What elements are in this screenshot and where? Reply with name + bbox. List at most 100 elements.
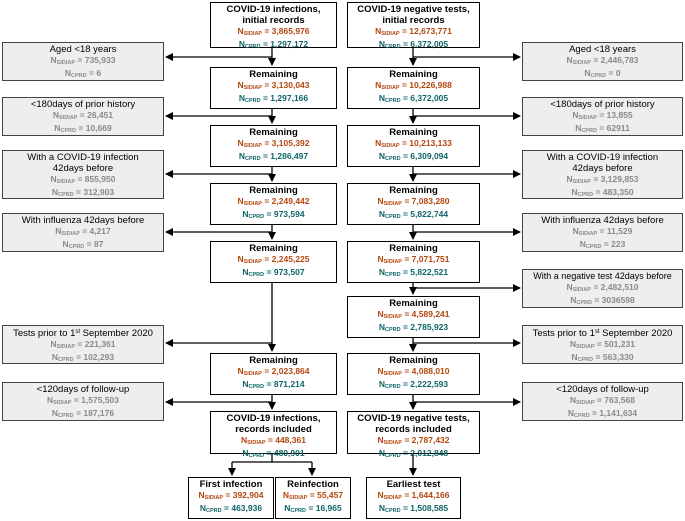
negative-remaining-1: Remaining NSIDIAP = 10,226,988 NCPRD = 6… [347,67,480,109]
negative-tests-initial-box: COVID-19 negative tests,initial records … [347,2,480,50]
sidiap-count: NSIDIAP = 855,950 [50,174,116,185]
cprd-count: NCPRD = 6,309,094 [378,151,449,162]
left-exclusion-influenza: With influenza 42days before NSIDIAP = 4… [2,213,164,252]
box-title-line1: COVID-19 infections, [226,4,321,15]
exclusion-title: <180days of prior history [550,99,655,110]
sidiap-count: NSIDIAP = 7,071,751 [377,254,450,265]
box-title-line2: records included [375,424,452,435]
negative-remaining-2: Remaining NSIDIAP = 10,213,133 NCPRD = 6… [347,125,480,167]
cprd-count: NCPRD = 312,903 [51,187,115,198]
cprd-count: NCPRD = 1,508,585 [378,503,449,514]
box-title: Remaining [389,243,438,254]
sidiap-count: NSIDIAP = 392,904 [198,490,264,501]
exclusion-title: Tests prior to 1st September 2020 [13,328,153,339]
left-exclusion-prior-history: <180days of prior history NSIDIAP = 26,4… [2,97,164,136]
box-title-line2: records included [235,424,312,435]
negative-remaining-6: Remaining NSIDIAP = 4,088,010 NCPRD = 2,… [347,353,480,395]
reinfection-box: Reinfection NSIDIAP = 55,457 NCPRD = 16,… [275,477,351,519]
cprd-count: NCPRD = 2,785,923 [378,322,449,333]
sidiap-count: NSIDIAP = 3,130,043 [237,80,310,91]
exclusion-title: With a negative test 42days before [533,271,672,281]
cprd-count: NCPRD = 2,012,848 [378,448,449,459]
cprd-count: NCPRD = 62911 [575,123,630,134]
box-title: Remaining [389,185,438,196]
negative-remaining-4: Remaining NSIDIAP = 7,071,751 NCPRD = 5,… [347,241,480,283]
sidiap-count: NSIDIAP = 448,361 [241,435,306,446]
box-title-line1: COVID-19 negative tests, [357,4,470,15]
sidiap-count: NSIDIAP = 763,568 [570,395,635,406]
exclusion-title-line1: With a COVID-19 infection [27,152,139,163]
exclusion-title-line2: 42days before [572,163,633,174]
sidiap-count: NSIDIAP = 2,245,225 [237,254,310,265]
cprd-count: NCPRD = 5,822,744 [378,209,449,220]
cprd-count: NCPRD = 483,350 [571,187,634,198]
cprd-count: NCPRD = 1,286,497 [238,151,309,162]
cprd-count: NCPRD = 102,293 [51,352,115,363]
right-exclusion-follow-up: <120days of follow-up NSIDIAP = 763,568 … [522,382,683,421]
sidiap-count: NSIDIAP = 735,933 [50,55,116,66]
sidiap-count: NSIDIAP = 10,213,133 [375,138,452,149]
infections-remaining-5: Remaining NSIDIAP = 2,023,864 NCPRD = 87… [210,353,337,395]
cprd-count: NCPRD = 6 [64,68,102,79]
infections-remaining-3: Remaining NSIDIAP = 2,249,442 NCPRD = 97… [210,183,337,225]
infections-included-box: COVID-19 infections,records included NSI… [210,411,337,459]
box-title: Remaining [249,127,298,138]
sidiap-count: NSIDIAP = 7,083,280 [377,196,450,207]
right-exclusion-negative-test: With a negative test 42days before NSIDI… [522,269,683,308]
exclusion-title: Aged <18 years [49,44,117,55]
cprd-count: NCPRD = 87 [62,239,104,250]
box-title-line1: COVID-19 negative tests, [357,413,470,424]
negative-remaining-5: Remaining NSIDIAP = 4,589,241 NCPRD = 2,… [347,296,480,338]
sidiap-count: NSIDIAP = 10,226,988 [375,80,452,91]
sidiap-count: NSIDIAP = 2,249,442 [237,196,310,207]
exclusion-title: Aged <18 years [569,44,636,55]
earliest-test-box: Earliest test NSIDIAP = 1,644,166 NCPRD … [366,477,461,519]
cprd-count: NCPRD = 563,330 [571,352,634,363]
left-exclusion-tests-prior: Tests prior to 1st September 2020 NSIDIA… [2,325,164,364]
sidiap-count: NSIDIAP = 2,446,783 [566,55,639,66]
sidiap-count: NSIDIAP = 4,217 [55,226,111,237]
cprd-count: NCPRD = 2,222,593 [378,379,449,390]
cprd-count: NCPRD = 871,214 [242,379,305,390]
infections-remaining-2: Remaining NSIDIAP = 3,105,392 NCPRD = 1,… [210,125,337,167]
cprd-count: NCPRD = 463,936 [199,503,263,514]
box-title: Remaining [389,298,438,309]
sidiap-count: NSIDIAP = 12,673,771 [375,26,452,37]
sidiap-count: NSIDIAP = 26,451 [52,110,114,121]
box-title-line1: COVID-19 infections, [226,413,321,424]
cprd-count: NCPRD = 6,372,005 [378,39,449,50]
left-exclusion-follow-up: <120days of follow-up NSIDIAP = 1,575,50… [2,382,164,421]
negative-included-box: COVID-19 negative tests,records included… [347,411,480,459]
exclusion-title: With influenza 42days before [541,215,664,226]
box-title: First infection [199,479,263,490]
infections-remaining-4: Remaining NSIDIAP = 2,245,225 NCPRD = 97… [210,241,337,283]
left-exclusion-age: Aged <18 years NSIDIAP = 735,933 NCPRD =… [2,42,164,81]
box-title: Remaining [249,69,298,80]
cprd-count: NCPRD = 0 [584,68,621,79]
cprd-count: NCPRD = 1,297,166 [238,93,309,104]
negative-remaining-3: Remaining NSIDIAP = 7,083,280 NCPRD = 5,… [347,183,480,225]
cprd-count: NCPRD = 3036598 [570,295,635,306]
exclusion-title: <120days of follow-up [36,384,130,395]
exclusion-title: <120days of follow-up [556,384,649,395]
sidiap-count: NSIDIAP = 4,589,241 [377,309,450,320]
box-title: Remaining [389,355,438,366]
exclusion-title-line1: With a COVID-19 infection [546,152,659,163]
infections-remaining-1: Remaining NSIDIAP = 3,130,043 NCPRD = 1,… [210,67,337,109]
box-title: Remaining [389,127,438,138]
box-title-line2: initial records [242,15,305,26]
box-title: Remaining [249,355,298,366]
box-title: Remaining [249,243,298,254]
sidiap-count: NSIDIAP = 55,457 [282,490,344,501]
sidiap-count: NSIDIAP = 1,644,166 [377,490,450,501]
cprd-count: NCPRD = 1,141,634 [567,408,638,419]
box-title: Remaining [249,185,298,196]
cprd-count: NCPRD = 6,372,005 [378,93,449,104]
exclusion-title: With influenza 42days before [21,215,145,226]
box-title: Remaining [389,69,438,80]
sidiap-count: NSIDIAP = 3,865,976 [237,26,310,37]
sidiap-count: NSIDIAP = 221,361 [50,339,116,350]
